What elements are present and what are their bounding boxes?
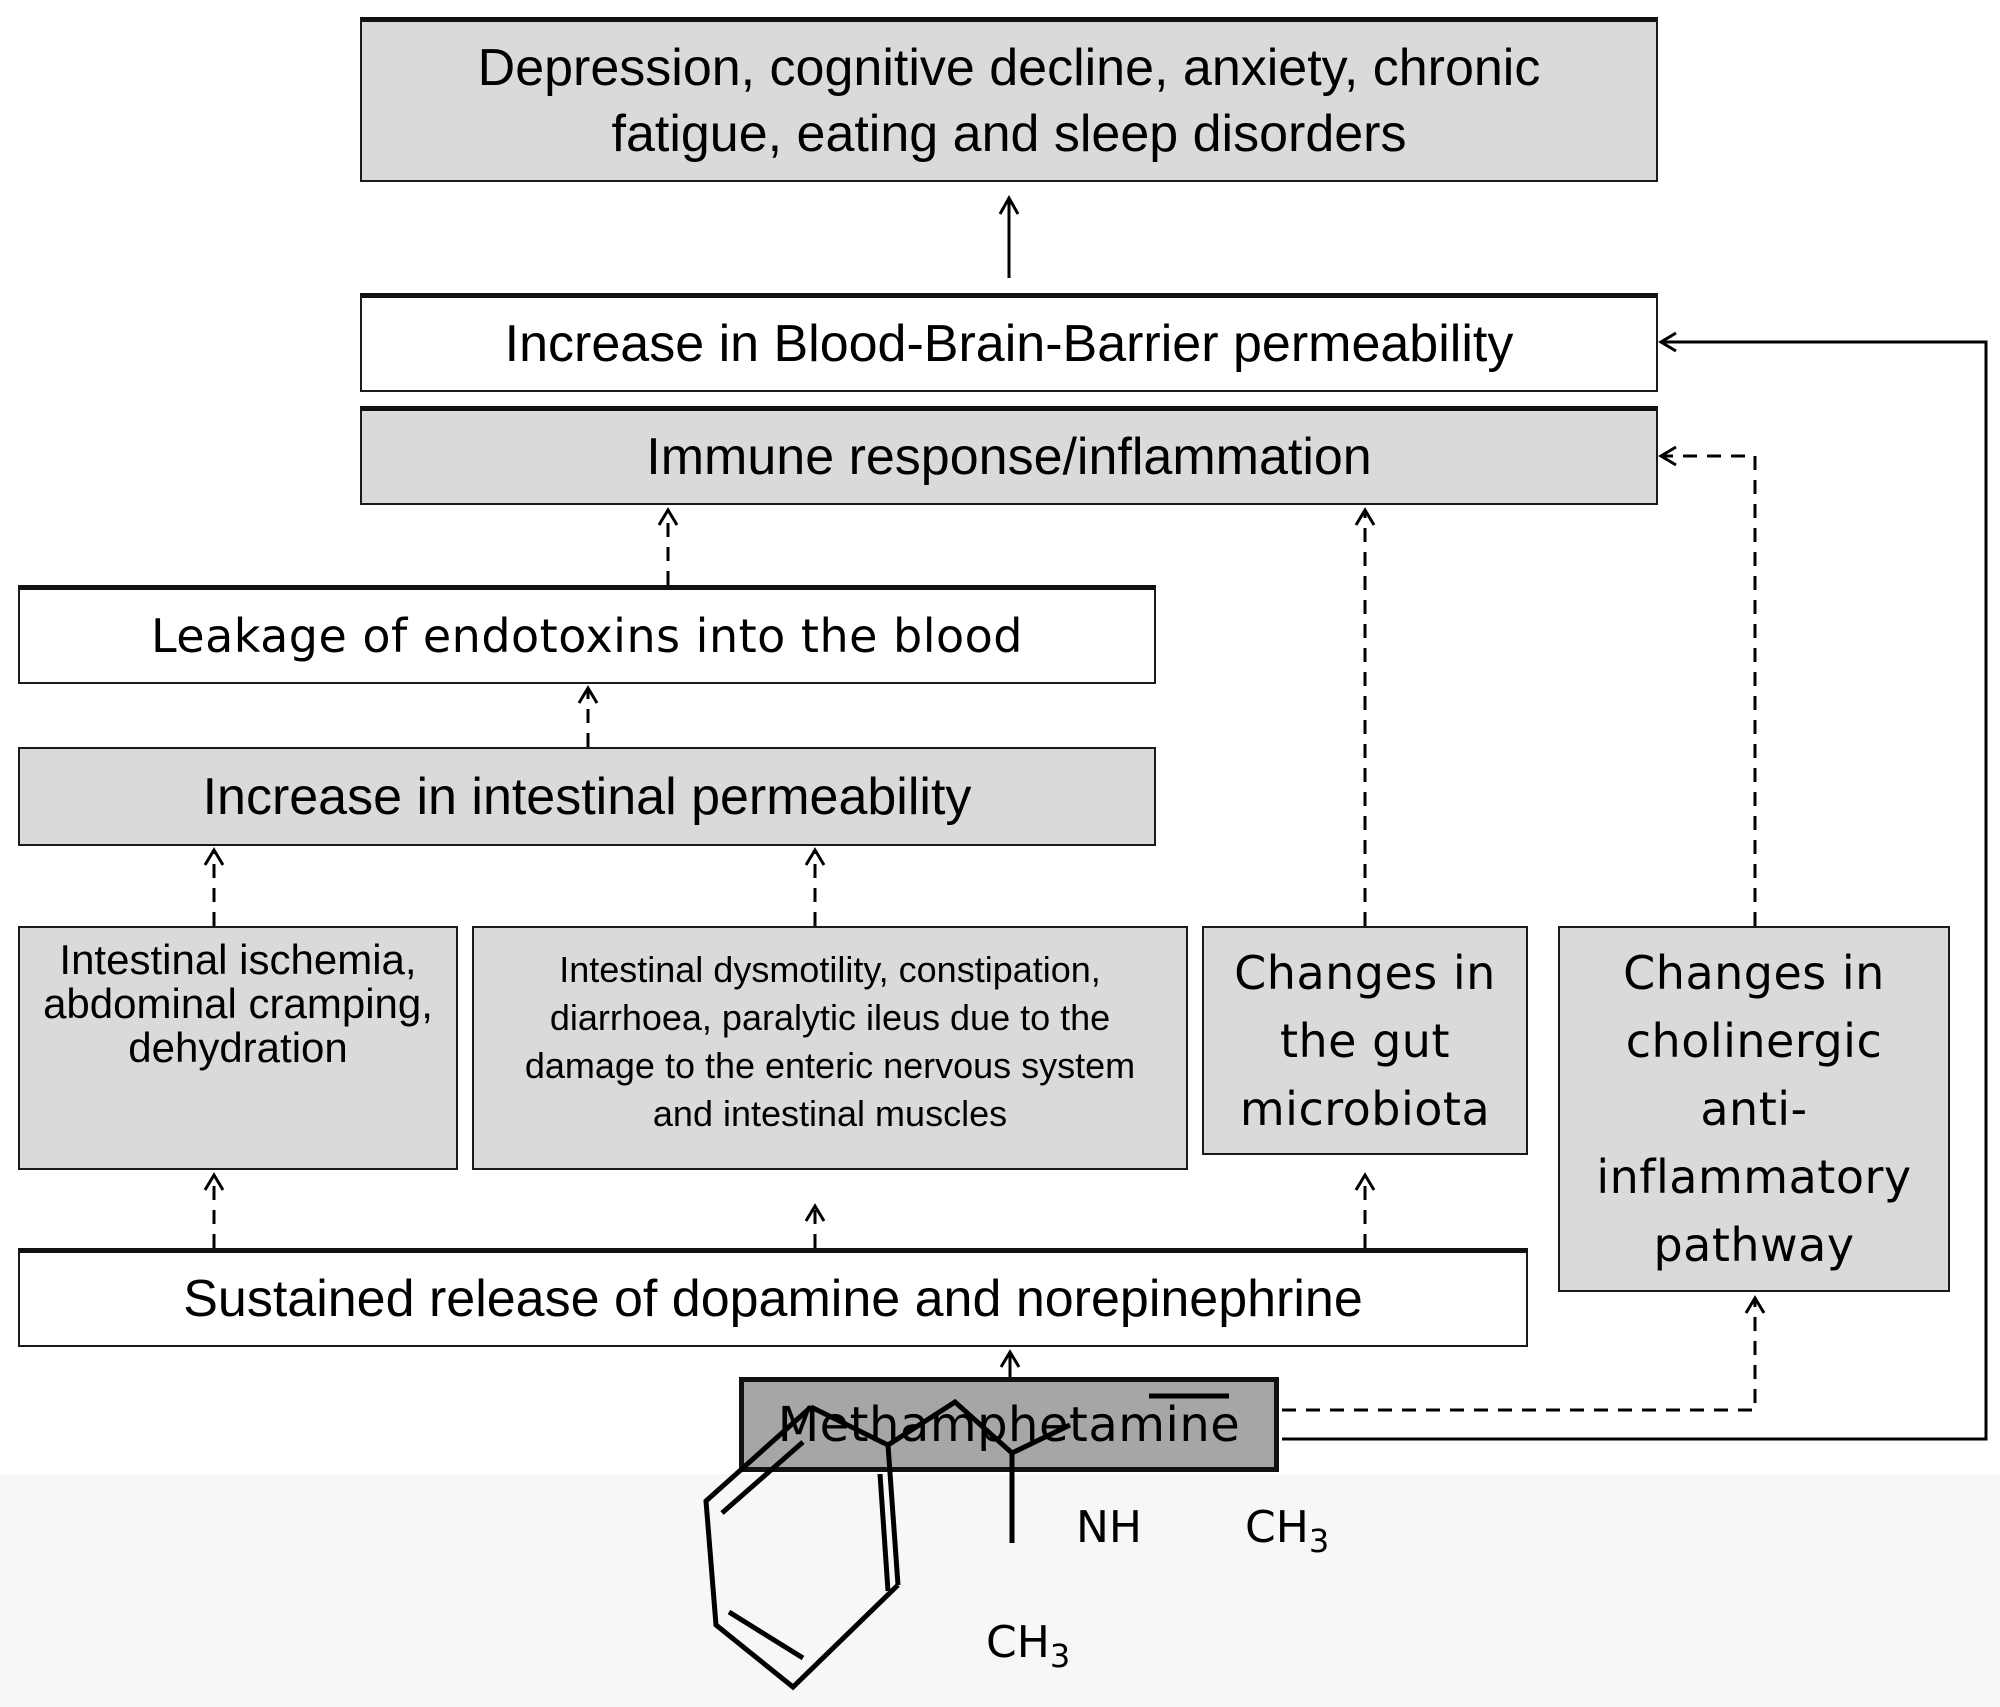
immune-text: Immune response/inflammation xyxy=(646,428,1372,486)
bbb-text: Increase in Blood-Brain-Barrier permeabi… xyxy=(504,315,1514,373)
cholinergic-text: Changes in cholinergic anti-inflammatory… xyxy=(1596,946,1912,1272)
microbiota-text: Changes in the gut microbiota xyxy=(1234,945,1496,1136)
methamphetamine-text: Methamphetamine xyxy=(777,1396,1241,1453)
outcomes-text: Depression, cognitive decline, anxiety, … xyxy=(477,39,1541,163)
ch3-bottom-text: CH xyxy=(986,1617,1050,1668)
outcomes-box: Depression, cognitive decline, anxiety, … xyxy=(360,17,1658,182)
ch3-right-label: CH3 xyxy=(1245,1502,1329,1560)
ch3-right-text: CH xyxy=(1245,1502,1309,1553)
ischemia-text: Intestinal ischemia, abdominal cramping,… xyxy=(43,936,433,1071)
dysmotility-box: Intestinal dysmotility, constipation, di… xyxy=(472,926,1188,1170)
intestinal-permeability-text: Increase in intestinal permeability xyxy=(202,767,972,826)
cholinergic-box: Changes in cholinergic anti-inflammatory… xyxy=(1558,926,1950,1292)
ch3-bottom-subscript: 3 xyxy=(1049,1636,1071,1675)
microbiota-box: Changes in the gut microbiota xyxy=(1202,926,1528,1155)
endotoxins-box: Leakage of endotoxins into the blood xyxy=(18,585,1156,684)
ischemia-box: Intestinal ischemia, abdominal cramping,… xyxy=(18,926,458,1170)
ch3-right-subscript: 3 xyxy=(1308,1521,1330,1560)
intestinal-permeability-box: Increase in intestinal permeability xyxy=(18,747,1156,846)
endotoxins-text: Leakage of endotoxins into the blood xyxy=(150,609,1024,663)
bbb-box: Increase in Blood-Brain-Barrier permeabi… xyxy=(360,293,1658,392)
dopamine-box: Sustained release of dopamine and norepi… xyxy=(18,1248,1528,1347)
nh-text: NH xyxy=(1076,1502,1142,1553)
ch3-bottom-label: CH3 xyxy=(986,1617,1070,1675)
dopamine-text: Sustained release of dopamine and norepi… xyxy=(183,1270,1363,1328)
nh-label: NH xyxy=(1076,1502,1142,1553)
dysmotility-text: Intestinal dysmotility, constipation, di… xyxy=(524,949,1136,1134)
immune-box: Immune response/inflammation xyxy=(360,406,1658,505)
methamphetamine-box: Methamphetamine xyxy=(739,1377,1279,1472)
